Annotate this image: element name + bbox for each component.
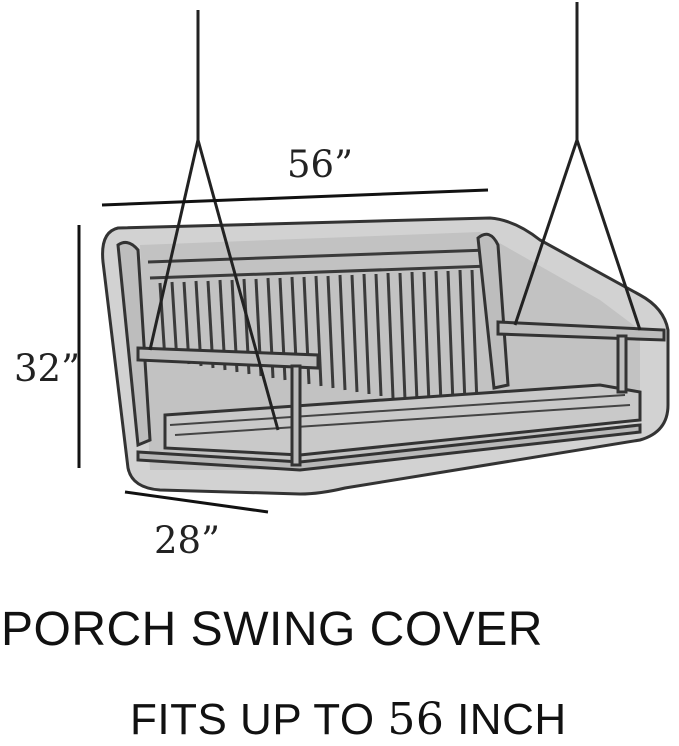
width-dimension-label: 56” bbox=[287, 143, 353, 186]
swing-right-post bbox=[476, 232, 510, 390]
swing-chains bbox=[148, 2, 642, 431]
swing-seat-boards bbox=[169, 394, 631, 436]
width-dimension-line bbox=[101, 188, 489, 207]
depth-dimension-label: 28” bbox=[154, 519, 220, 562]
subtitle-number: 56 bbox=[387, 694, 445, 745]
subtitle-suffix: INCH bbox=[444, 695, 567, 744]
depth-dimension-line bbox=[124, 490, 269, 514]
swing-right-arm-post bbox=[616, 334, 628, 394]
height-dimension-label: 32” bbox=[14, 347, 80, 390]
product-fit-subtitle: FITS UP TO 56 INCH bbox=[130, 698, 567, 742]
product-title: PORCH SWING COVER bbox=[1, 603, 543, 656]
swing-left-post bbox=[116, 240, 152, 448]
swing-left-arm-post bbox=[290, 364, 302, 467]
subtitle-prefix: FITS UP TO bbox=[130, 695, 388, 744]
